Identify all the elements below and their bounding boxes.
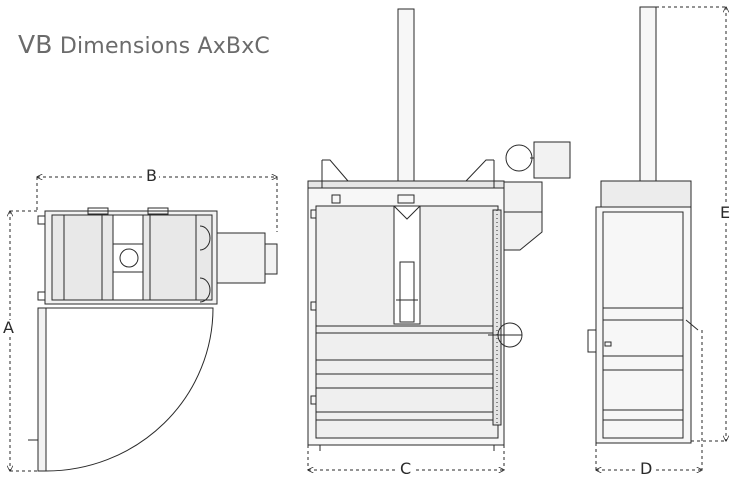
title-text: Dimensions AxBxC <box>59 34 270 59</box>
title-model: VB <box>18 30 53 59</box>
label-a: A <box>1 318 16 337</box>
diagram-title: VB Dimensions AxBxC <box>18 30 270 59</box>
label-d: D <box>638 459 655 478</box>
dimension-e <box>656 7 726 441</box>
dimension-d <box>596 330 702 470</box>
side-view <box>587 6 699 444</box>
top-view <box>28 207 278 472</box>
front-view <box>307 8 571 451</box>
label-b: B <box>144 166 159 185</box>
dimension-a <box>10 211 38 471</box>
label-c: C <box>398 459 414 478</box>
label-e: E <box>718 203 733 222</box>
